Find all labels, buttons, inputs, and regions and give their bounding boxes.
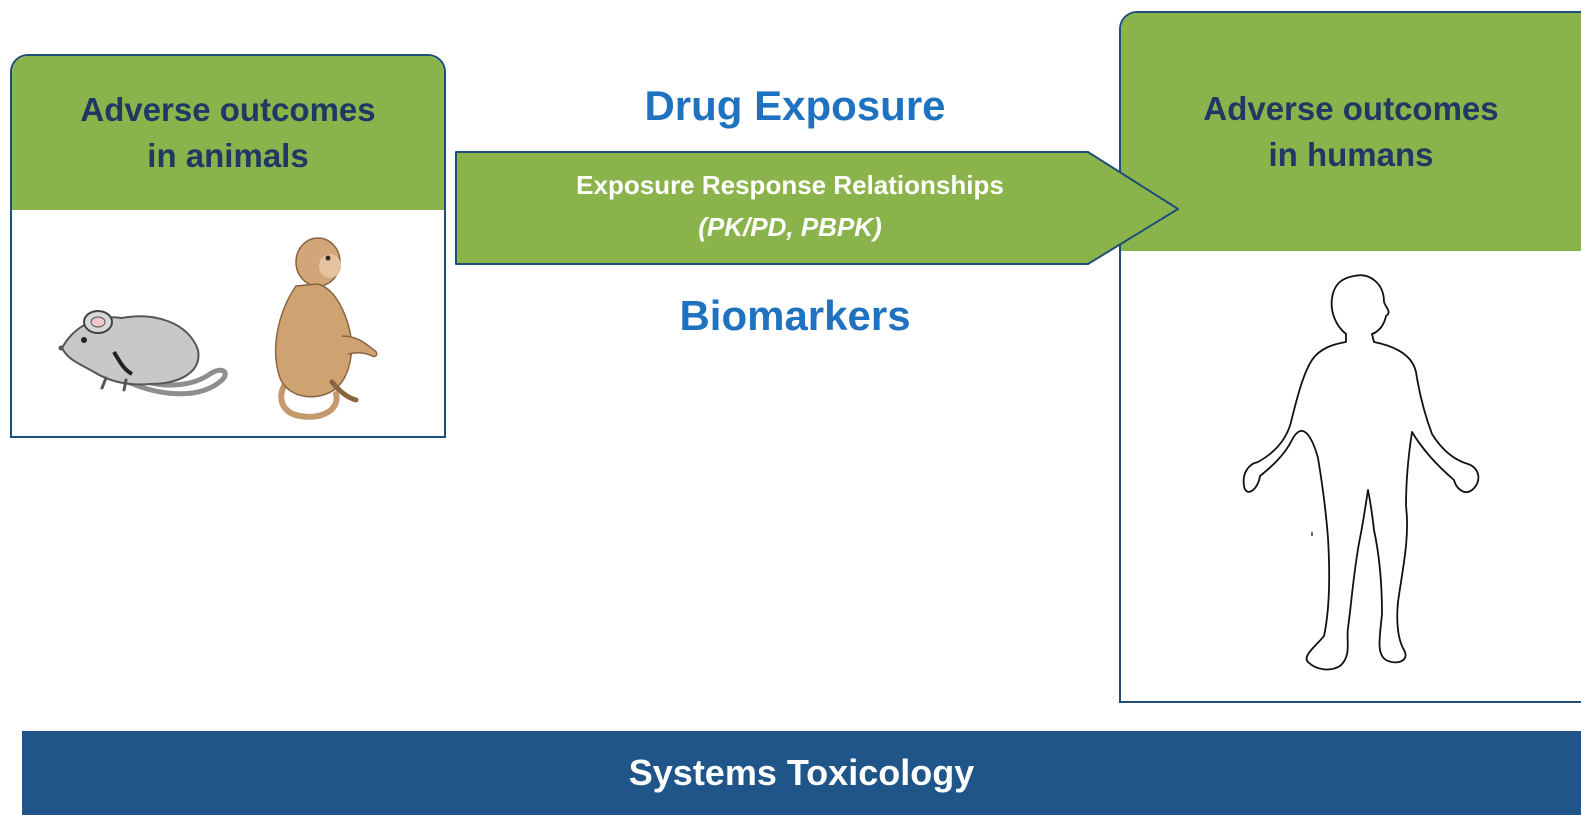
humans-box-header: Adverse outcomes in humans	[1121, 13, 1581, 251]
humans-box: Adverse outcomes in humans	[1119, 11, 1581, 703]
drug-exposure-heading: Drug Exposure	[644, 82, 946, 129]
animals-title-line1: Adverse outcomes	[80, 91, 376, 128]
mouse-icon	[58, 310, 228, 397]
animals-box-header: Adverse outcomes in animals	[12, 56, 444, 210]
systems-toxicology-title: Systems Toxicology	[628, 752, 975, 793]
exposure-response-label: Exposure Response Relationships	[576, 170, 1004, 200]
human-outline-icon	[1242, 274, 1480, 671]
animals-title-line2: in animals	[147, 137, 309, 174]
biomarkers-heading: Biomarkers	[679, 292, 911, 339]
humans-title-line2: in humans	[1268, 136, 1434, 173]
animals-box: Adverse outcomes in animals	[10, 54, 446, 438]
arrow-shape	[455, 151, 1179, 265]
humans-title-line1: Adverse outcomes	[1203, 90, 1499, 127]
pkpd-pbpk-label: (PK/PD, PBPK)	[698, 212, 882, 242]
monkey-icon	[274, 237, 378, 420]
systems-toxicology-bar: Systems Toxicology	[22, 731, 1581, 815]
